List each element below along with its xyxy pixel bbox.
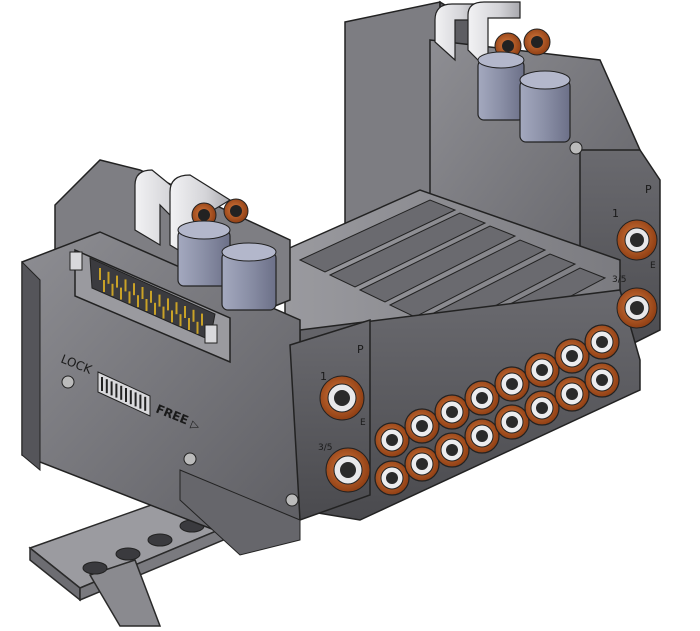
screw-icon — [569, 141, 583, 155]
port-fitting — [434, 394, 470, 430]
rail-slot — [147, 533, 173, 547]
port-fitting — [404, 446, 440, 482]
screw-icon — [285, 493, 299, 507]
port-fitting — [584, 324, 620, 360]
port-fitting — [404, 408, 440, 444]
right-elbow-fittings — [434, 1, 551, 72]
port-fitting — [584, 362, 620, 398]
port-fitting — [554, 376, 590, 412]
port-fitting — [434, 432, 470, 468]
port-label-35-left: 3/5 — [318, 443, 332, 453]
rail-slot — [82, 561, 108, 575]
port-label-p-left: P — [357, 343, 364, 356]
port-fitting — [494, 404, 530, 440]
port-fitting — [464, 380, 500, 416]
front-port-fittings — [374, 324, 620, 496]
port-label-1-left: 1 — [320, 370, 327, 383]
port-label-p-right: P — [645, 183, 652, 196]
port-label-1-right: 1 — [612, 207, 619, 220]
port-label-e-right: E — [650, 261, 656, 271]
right-end-ports: 1 P 3/5 E — [612, 183, 658, 329]
port-label-e-left: E — [360, 418, 366, 428]
port-fitting — [554, 338, 590, 374]
port-fitting — [374, 422, 410, 458]
d-sub-connector — [69, 248, 231, 364]
port-fitting — [524, 390, 560, 426]
screw-icon — [61, 375, 75, 389]
rail-slot — [115, 547, 141, 561]
left-end-ports: 1 P 3/5 E — [318, 343, 371, 493]
left-silencers — [177, 220, 277, 311]
right-silencers — [477, 51, 571, 143]
port-label-35-right: 3/5 — [612, 275, 626, 285]
port-fitting — [494, 366, 530, 402]
port-fitting — [524, 352, 560, 388]
port-fitting — [374, 460, 410, 496]
port-fitting — [464, 418, 500, 454]
screw-icon — [183, 452, 197, 466]
